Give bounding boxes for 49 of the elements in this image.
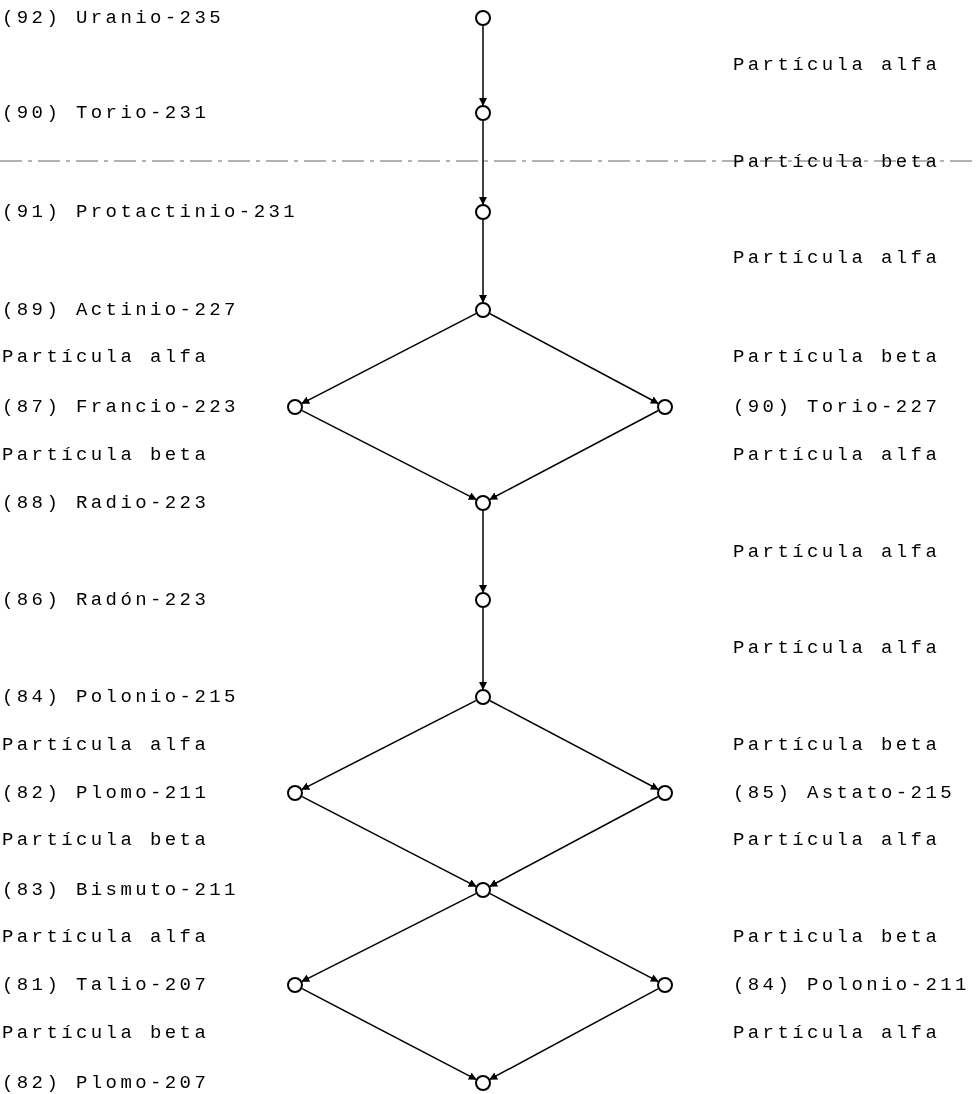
arrow bbox=[301, 699, 477, 791]
nuclide-name: (87) Francio-223 bbox=[2, 395, 239, 419]
chain-label: Partícula beta bbox=[2, 828, 210, 852]
chain-label: (91) Protactinio-231 bbox=[2, 200, 299, 224]
chain-label: Partícula beta bbox=[733, 345, 941, 369]
chain-label: Partícula alfa bbox=[733, 246, 941, 270]
arrow bbox=[489, 313, 659, 404]
chain-label: Partícula alfa bbox=[733, 53, 941, 77]
chain-label: Particula beta bbox=[733, 925, 941, 949]
chain-label: Partícula alfa bbox=[733, 1021, 941, 1045]
arrow bbox=[489, 988, 659, 1080]
arrow bbox=[479, 219, 487, 303]
chain-label: (83) Bismuto-211 bbox=[2, 878, 239, 902]
chain-label: (82) Plomo-211 bbox=[2, 781, 210, 805]
chain-label: (89) Actinio-227 bbox=[2, 298, 239, 322]
chain-label: (90) Torio-231 bbox=[2, 101, 210, 125]
arrow bbox=[479, 120, 487, 205]
arrow bbox=[479, 25, 487, 106]
chain-label: (86) Radón-223 bbox=[2, 588, 210, 612]
chain-label: Partícula alfa bbox=[733, 443, 941, 467]
arrow bbox=[489, 410, 659, 500]
chain-label: Partícula alfa bbox=[733, 636, 941, 660]
chain-label: Partícula alfa bbox=[733, 540, 941, 564]
arrow bbox=[479, 607, 487, 690]
chain-label: Partícula beta bbox=[2, 443, 210, 467]
chain-label: (88) Radio-223 bbox=[2, 491, 210, 515]
arrow bbox=[479, 510, 487, 593]
chain-label: Partícula alfa bbox=[2, 925, 210, 949]
chain-label: (92) Uranio-235 bbox=[2, 6, 225, 30]
chain-label: (84) Polonio-215 bbox=[2, 685, 239, 709]
chain-label: (81) Talio-207 bbox=[2, 973, 210, 997]
arrow bbox=[301, 312, 477, 405]
chain-label: Partícula alfa bbox=[733, 828, 941, 852]
arrow bbox=[301, 795, 477, 888]
chain-label: Partícula alfa bbox=[2, 733, 210, 757]
chain-label: Partícula beta bbox=[733, 150, 941, 174]
nuclide-name: (90) Torio-227 bbox=[733, 395, 941, 419]
arrow bbox=[489, 892, 659, 983]
chain-label: Partícula alfa bbox=[2, 345, 210, 369]
chain-label: Partícula beta bbox=[2, 1021, 210, 1045]
arrow bbox=[301, 892, 477, 983]
arrow bbox=[489, 700, 659, 790]
arrow bbox=[489, 796, 659, 887]
arrow bbox=[301, 409, 477, 501]
nuclide-name: (85) Astato-215 bbox=[733, 781, 956, 805]
chain-label: (82) Plomo-207 bbox=[2, 1071, 210, 1094]
arrow bbox=[301, 987, 477, 1081]
nuclide-name: (84) Polonio-211 bbox=[733, 973, 970, 997]
chain-label: Partícula beta bbox=[733, 733, 941, 757]
